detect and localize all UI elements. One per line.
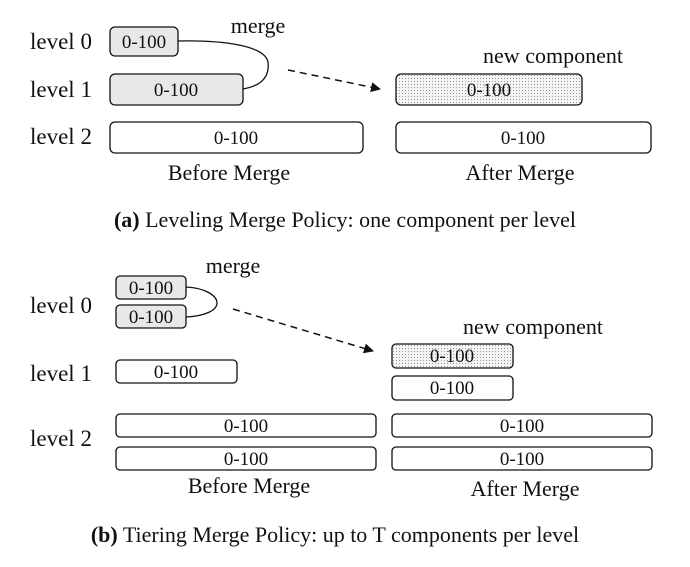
panel-b-after-level1-new-component: 0-100 bbox=[391, 343, 514, 369]
component-range: 0-100 bbox=[500, 449, 544, 470]
component-range: 0-100 bbox=[500, 416, 544, 437]
component-range: 0-100 bbox=[224, 416, 268, 437]
panel-a-level-0-label: level 0 bbox=[30, 29, 92, 54]
component-range: 0-100 bbox=[430, 378, 474, 399]
component-range: 0-100 bbox=[129, 307, 173, 328]
panel-b-before-label: Before Merge bbox=[188, 473, 310, 498]
panel-a-before-level0-component: 0-100 bbox=[109, 26, 179, 57]
component-range: 0-100 bbox=[154, 80, 198, 101]
panel-a-before-level1-component: 0-100 bbox=[109, 73, 244, 106]
panel-a-merge-curve bbox=[177, 40, 269, 90]
panel-a-merge-arrow bbox=[287, 69, 381, 93]
component-range: 0-100 bbox=[122, 32, 166, 53]
component-range: 0-100 bbox=[129, 278, 173, 299]
component-range: 0-100 bbox=[214, 128, 258, 149]
component-range: 0-100 bbox=[501, 128, 545, 149]
panel-b-before-level2-component: 0-100 bbox=[115, 413, 377, 438]
panel-b-merge-arrow bbox=[232, 308, 374, 354]
component-range: 0-100 bbox=[224, 449, 268, 470]
panel-b-level-0-label: level 0 bbox=[30, 293, 92, 318]
caption-text: Tiering Merge Policy: up to T components… bbox=[123, 522, 579, 547]
panel-a-after-level2-component: 0-100 bbox=[395, 121, 652, 154]
panel-b-before-level0-component: 0-100 bbox=[115, 275, 187, 300]
panel-a-caption: (a) Leveling Merge Policy: one component… bbox=[114, 207, 576, 232]
panel-b-before-level1-component: 0-100 bbox=[115, 359, 238, 384]
panel-a-new-component-label: new component bbox=[483, 43, 623, 68]
panel-b-after-label: After Merge bbox=[471, 476, 580, 501]
panel-b-before-level2-component: 0-100 bbox=[115, 446, 377, 471]
component-range: 0-100 bbox=[430, 346, 474, 367]
panel-a-before-level2-component: 0-100 bbox=[109, 121, 364, 154]
caption-tag: (b) bbox=[91, 522, 118, 547]
component-range: 0-100 bbox=[154, 362, 198, 383]
panel-a-level-2-label: level 2 bbox=[30, 124, 92, 149]
panel-b-after-level2-component: 0-100 bbox=[391, 446, 653, 471]
panel-a-after-level1-new-component: 0-100 bbox=[395, 73, 583, 106]
panel-b-after-level1-component: 0-100 bbox=[391, 375, 514, 401]
component-range: 0-100 bbox=[467, 80, 511, 101]
panel-a-merge-label: merge bbox=[231, 13, 286, 38]
panel-a-before-label: Before Merge bbox=[168, 160, 290, 185]
panel-b-caption: (b) Tiering Merge Policy: up to T compon… bbox=[91, 522, 579, 547]
panel-a: level 0 level 1 level 2 0-100 0-100 0-10… bbox=[30, 13, 652, 232]
caption-text: Leveling Merge Policy: one component per… bbox=[145, 207, 576, 232]
panel-a-after-label: After Merge bbox=[466, 160, 575, 185]
panel-b: level 0 level 1 level 2 0-100 0-100 merg… bbox=[30, 253, 653, 547]
panel-b-new-component-label: new component bbox=[463, 314, 603, 339]
caption-tag: (a) bbox=[114, 207, 140, 232]
panel-a-level-1-label: level 1 bbox=[30, 77, 92, 102]
panel-b-level-2-label: level 2 bbox=[30, 426, 92, 451]
panel-b-after-level2-component: 0-100 bbox=[391, 413, 653, 438]
panel-b-level-1-label: level 1 bbox=[30, 361, 92, 386]
panel-b-merge-label: merge bbox=[206, 253, 261, 278]
panel-b-merge-curve bbox=[185, 286, 218, 318]
panel-b-before-level0-component: 0-100 bbox=[115, 304, 187, 329]
